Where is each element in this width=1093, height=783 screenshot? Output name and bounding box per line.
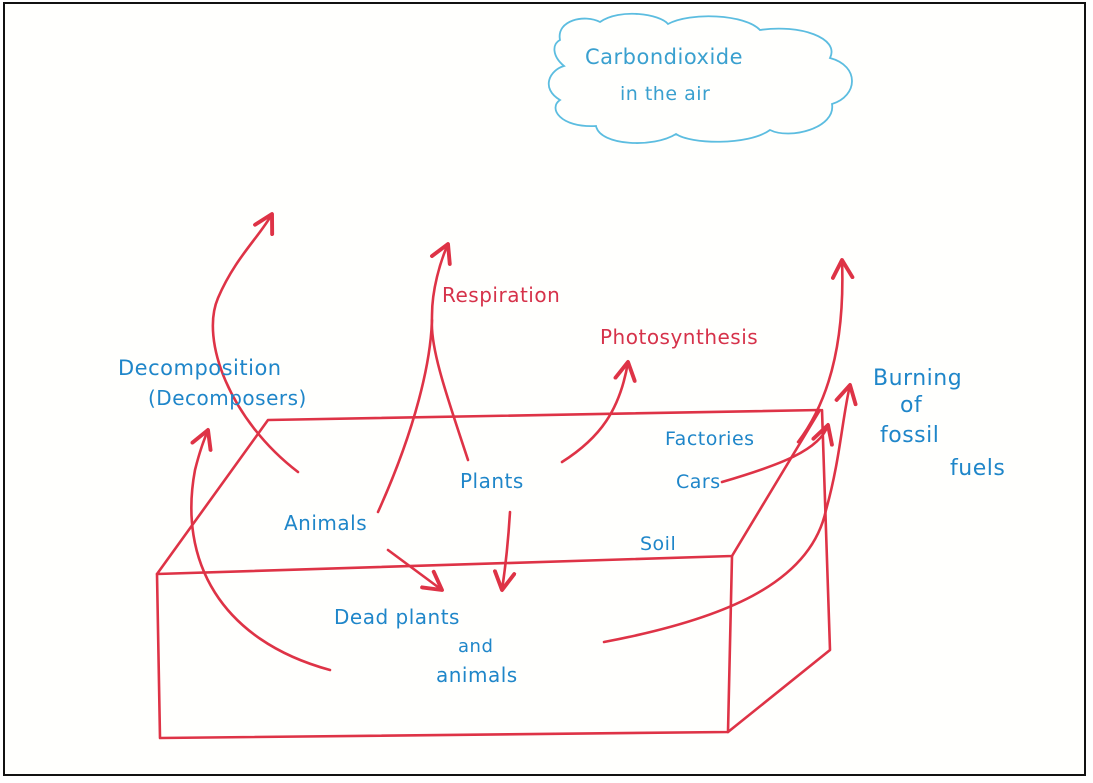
diagram-frame: [3, 2, 1086, 776]
dead-label-line3: animals: [436, 663, 518, 687]
burning-label-line3: fossil: [880, 423, 939, 448]
animals-dead-arrow: [386, 548, 444, 592]
respiration-label: Respiration: [442, 283, 560, 307]
cars-arrow: [720, 423, 834, 484]
dead-label-line2: and: [458, 636, 493, 657]
dead-label-line1: Dead plants: [334, 605, 460, 629]
burning-label-line4: fuels: [950, 456, 1005, 481]
burning-label-line1: Burning: [873, 366, 962, 391]
soil-box-front: [155, 554, 734, 740]
photosynthesis-label: Photosynthesis: [600, 325, 758, 349]
soil-label: Soil: [640, 533, 676, 555]
factories-label: Factories: [665, 428, 755, 450]
cloud-label-line1: Carbondioxide: [585, 45, 743, 69]
cars-label: Cars: [676, 471, 721, 493]
plants-respiration-line: [430, 318, 470, 462]
burning-label-line2: of: [900, 393, 923, 418]
cloud-outline: [547, 12, 853, 144]
cloud-label-line2: in the air: [620, 83, 710, 105]
factories-arrow: [796, 258, 855, 444]
decomposition-arrow: [211, 212, 300, 474]
photosynthesis-arrow: [560, 360, 637, 464]
soil-box-side: [726, 408, 832, 734]
plants-dead-arrow: [493, 510, 517, 592]
decomposers-label: (Decomposers): [148, 386, 307, 410]
plants-label: Plants: [460, 469, 524, 493]
soil-box-top: [155, 408, 822, 576]
animals-respiration-arrow: [376, 242, 452, 514]
fossil-fuels-arrow: [602, 383, 858, 644]
decomposition-label: Decomposition: [118, 356, 282, 380]
animals-label: Animals: [284, 511, 367, 535]
soil-box: [155, 408, 832, 740]
dead-decompose-arrow: [190, 428, 332, 672]
